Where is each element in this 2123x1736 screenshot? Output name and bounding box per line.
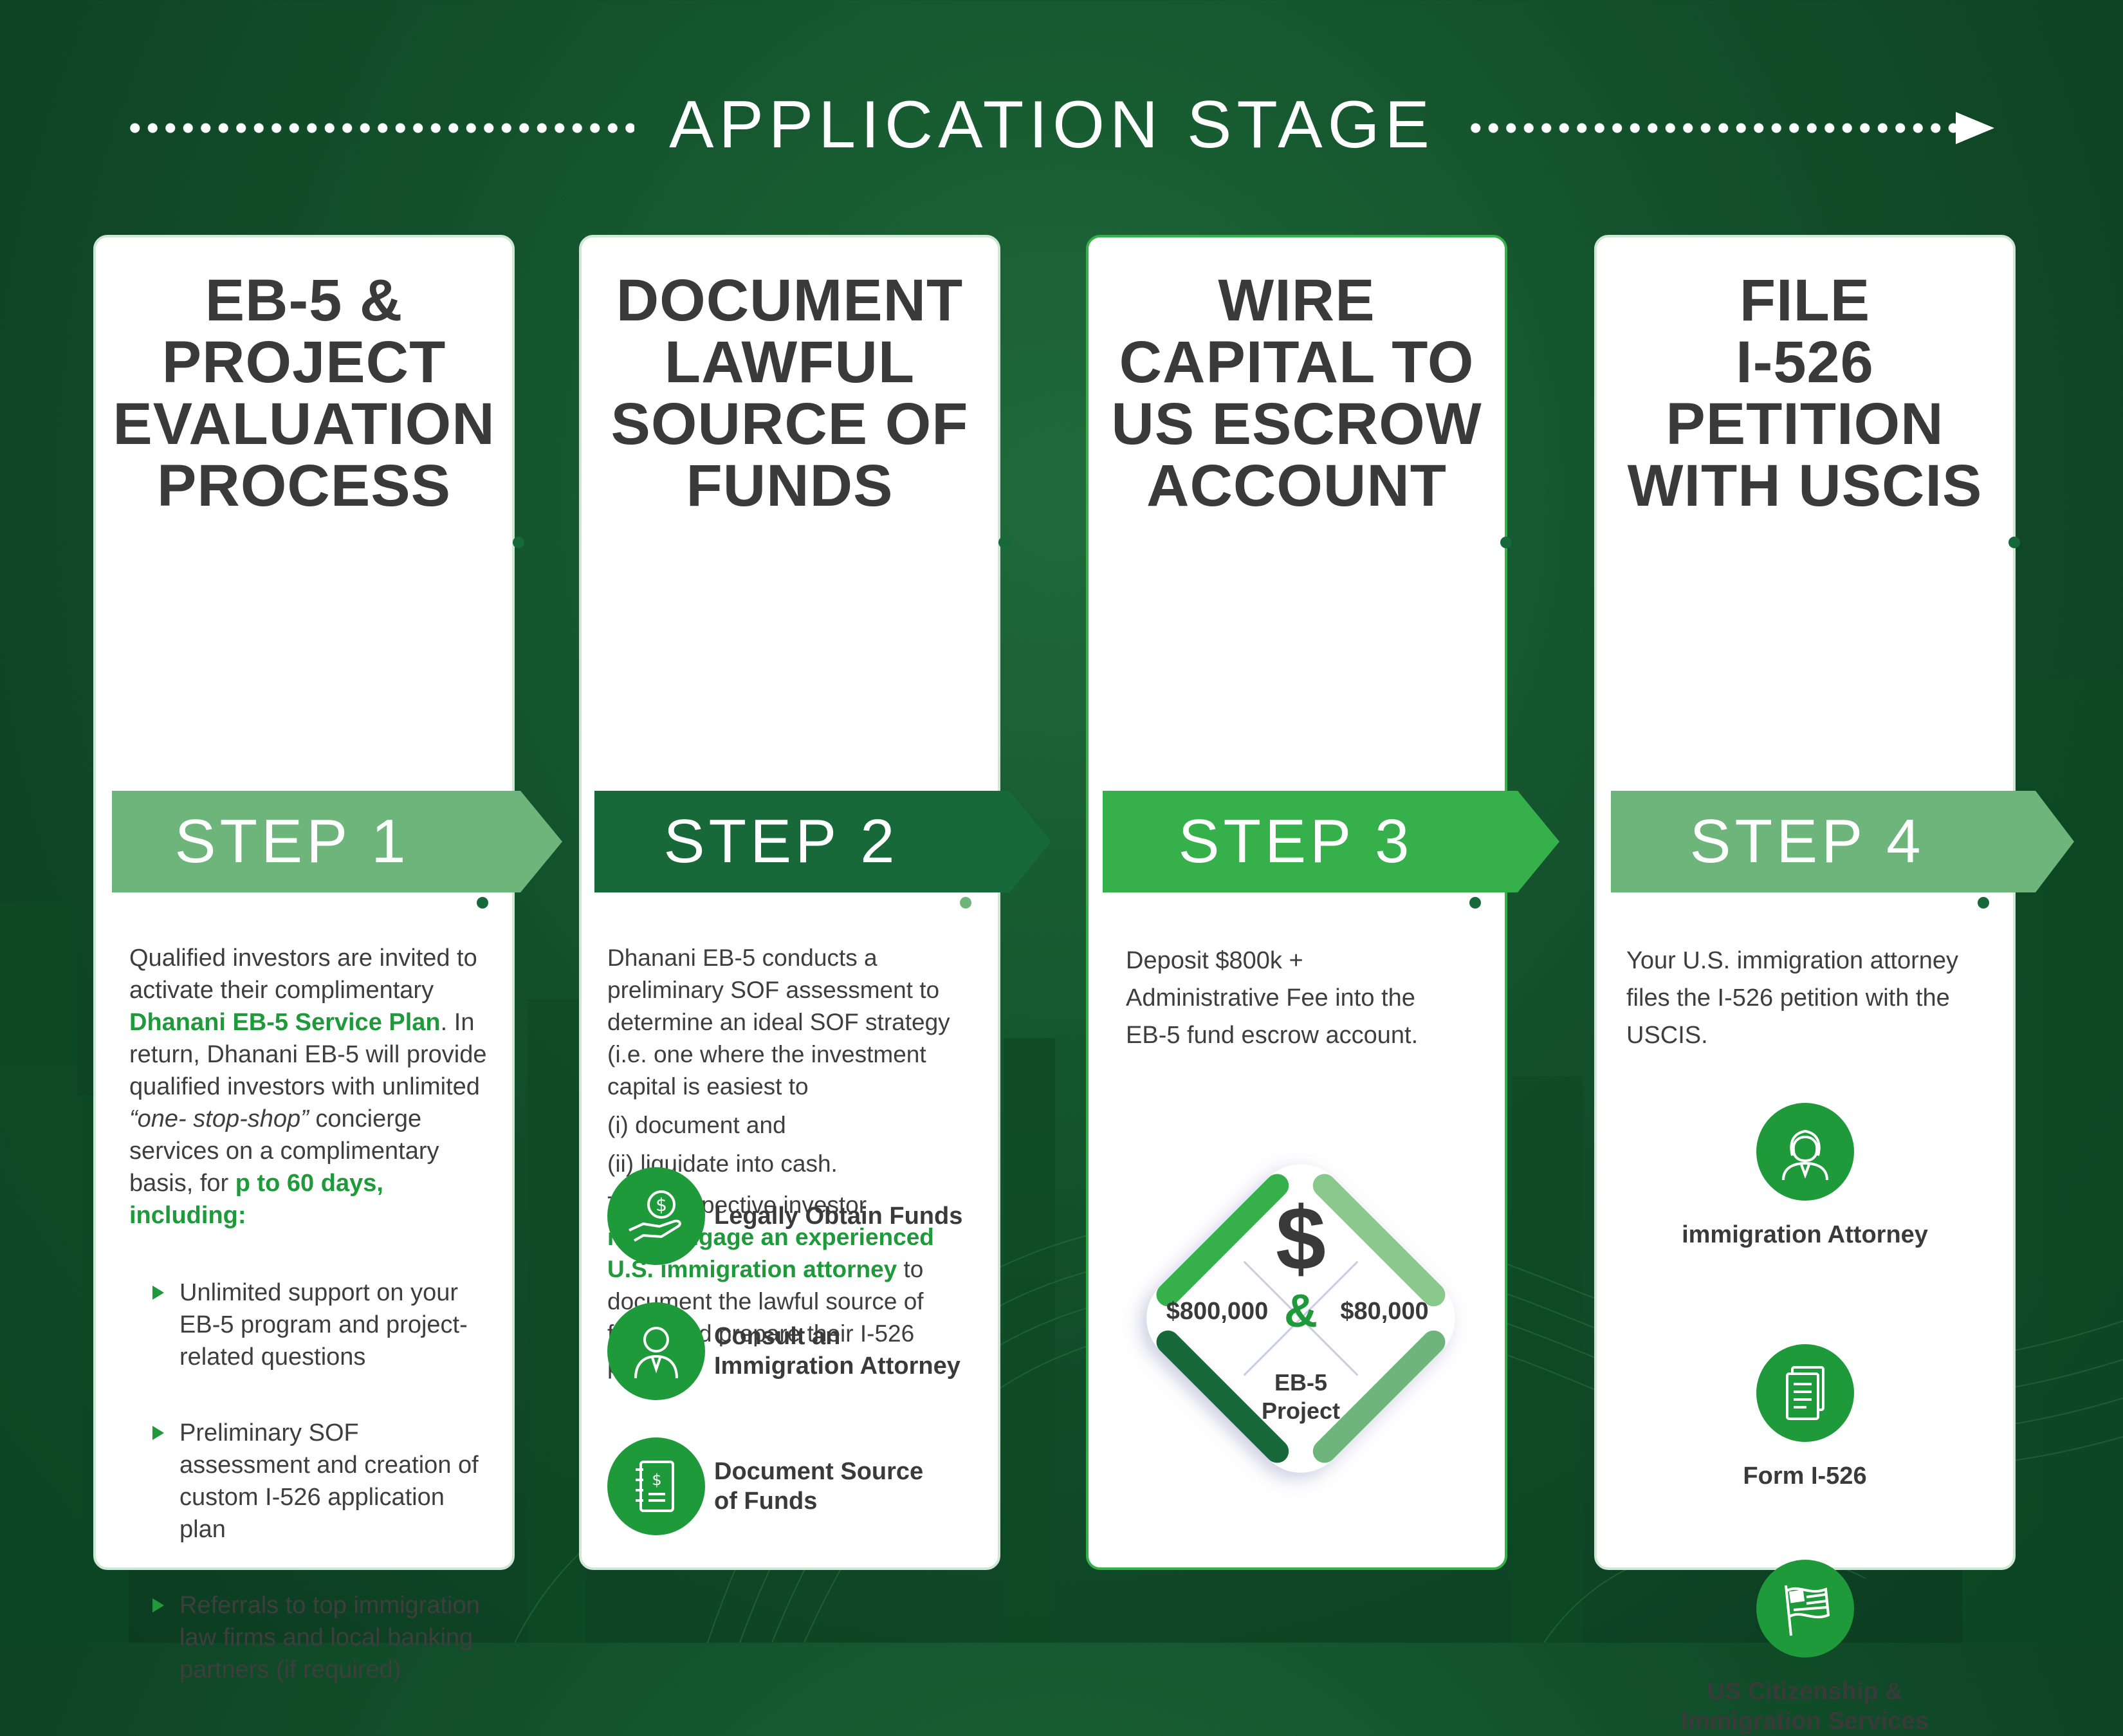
icon-item-consult-attorney: Consult an Immigration Attorney xyxy=(607,1302,984,1400)
us-flag-icon xyxy=(1756,1560,1854,1658)
connector-dot xyxy=(1469,897,1481,909)
dotted-line-right xyxy=(1467,121,1962,135)
banner-arrow-shape xyxy=(1103,791,1559,892)
woman-attorney-icon xyxy=(1756,1103,1854,1201)
connector-dot xyxy=(1978,897,1989,909)
step-2-banner: STEP 2 xyxy=(594,791,1051,892)
step-1-title: EB-5 & PROJECT EVALUATION PROCESS xyxy=(113,268,495,519)
step-3-label: STEP 3 xyxy=(1178,807,1413,876)
step-4-title: FILE I-526 PETITION WITH USCIS xyxy=(1627,268,1983,519)
step-1-label: STEP 1 xyxy=(174,807,410,876)
step-1-body: Qualified investors are invited to activ… xyxy=(129,942,493,1686)
banner-arrow-shape xyxy=(1611,791,2074,892)
hand-money-icon: $ xyxy=(607,1167,705,1265)
step-2-label: STEP 2 xyxy=(663,807,899,876)
icon-item-uscis: US Citizenship & Immigration Services xyxy=(1597,1560,2013,1736)
service-plan-highlight: Dhanani EB-5 Service Plan xyxy=(129,1009,441,1036)
ampersand-icon: & xyxy=(1284,1286,1318,1337)
step-2-body: Dhanani EB-5 conducts a preliminary SOF … xyxy=(607,942,979,1382)
header: APPLICATION STAGE xyxy=(0,84,2123,174)
dotted-line-left xyxy=(126,121,634,135)
eb5-project-label: EB-5 Project xyxy=(1261,1369,1341,1424)
banner-arrow-shape xyxy=(112,791,562,892)
bullet-item: Unlimited support on your EB-5 program a… xyxy=(129,1277,493,1373)
icon-item-form-i526: Form I-526 xyxy=(1597,1344,2013,1491)
svg-text:$: $ xyxy=(652,1471,661,1489)
connector-dot xyxy=(513,537,524,548)
diamond-frame xyxy=(1146,1164,1455,1473)
document-dollar-icon: $ xyxy=(607,1437,705,1535)
step-2-title: DOCUMENT LAWFUL SOURCE OF FUNDS xyxy=(611,268,969,519)
icon-item-legally-obtain-funds: $ Legally Obtain Funds xyxy=(607,1167,962,1265)
step-3-title: WIRE CAPITAL TO US ESCROW ACCOUNT xyxy=(1111,268,1482,519)
connector-dot xyxy=(2008,537,2020,548)
icon-item-immigration-attorney: immigration Attorney xyxy=(1597,1103,2013,1250)
connector-dot xyxy=(1500,537,1512,548)
arrow-right-icon xyxy=(1956,112,1994,144)
bullet-triangle-icon xyxy=(152,1598,164,1612)
admin-fee-amount: $80,000 xyxy=(1340,1298,1429,1325)
connector-dot xyxy=(477,897,488,909)
bullet-triangle-icon xyxy=(152,1286,164,1300)
attorney-icon xyxy=(607,1302,705,1400)
icon-item-document-source: $ Document Source of Funds xyxy=(607,1437,946,1535)
svg-text:$: $ xyxy=(656,1194,667,1215)
investment-diamond: $ $800,000 & $80,000 EB-5 Project xyxy=(1108,1125,1494,1511)
step-1-banner: STEP 1 xyxy=(112,791,562,892)
form-document-icon xyxy=(1756,1344,1854,1442)
bullet-triangle-icon xyxy=(152,1426,164,1440)
step-1-intro: Qualified investors are invited to activ… xyxy=(129,945,487,1229)
step-4-body: Your U.S. immigration attorney files the… xyxy=(1626,947,1959,1049)
investment-amount: $800,000 xyxy=(1166,1298,1269,1325)
step-4-card: FILE I-526 PETITION WITH USCIS STEP 4 Yo… xyxy=(1594,235,2074,1735)
bullet-item: Referrals to top immigration law firms a… xyxy=(129,1589,493,1686)
connector-dot xyxy=(998,537,1010,548)
banner-arrow-shape xyxy=(594,791,1051,892)
step-4-label: STEP 4 xyxy=(1689,807,1925,876)
connector-dot xyxy=(960,897,971,909)
step-3-banner: STEP 3 xyxy=(1103,791,1559,892)
step-1-card: EB-5 & PROJECT EVALUATION PROCESS STEP 1… xyxy=(93,235,562,1683)
dollar-sign-icon: $ xyxy=(1276,1188,1326,1289)
step-3-body: Deposit $800k + Administrative Fee into … xyxy=(1126,947,1419,1049)
step-4-banner: STEP 4 xyxy=(1611,791,2074,892)
bullet-item: Preliminary SOF assessment and creation … xyxy=(129,1417,493,1546)
step-2-card: DOCUMENT LAWFUL SOURCE OF FUNDS STEP 2 D… xyxy=(579,235,1051,1570)
step-3-card: WIRE CAPITAL TO US ESCROW ACCOUNT STEP 3… xyxy=(1086,235,1559,1570)
page-title: APPLICATION STAGE xyxy=(669,88,1435,162)
